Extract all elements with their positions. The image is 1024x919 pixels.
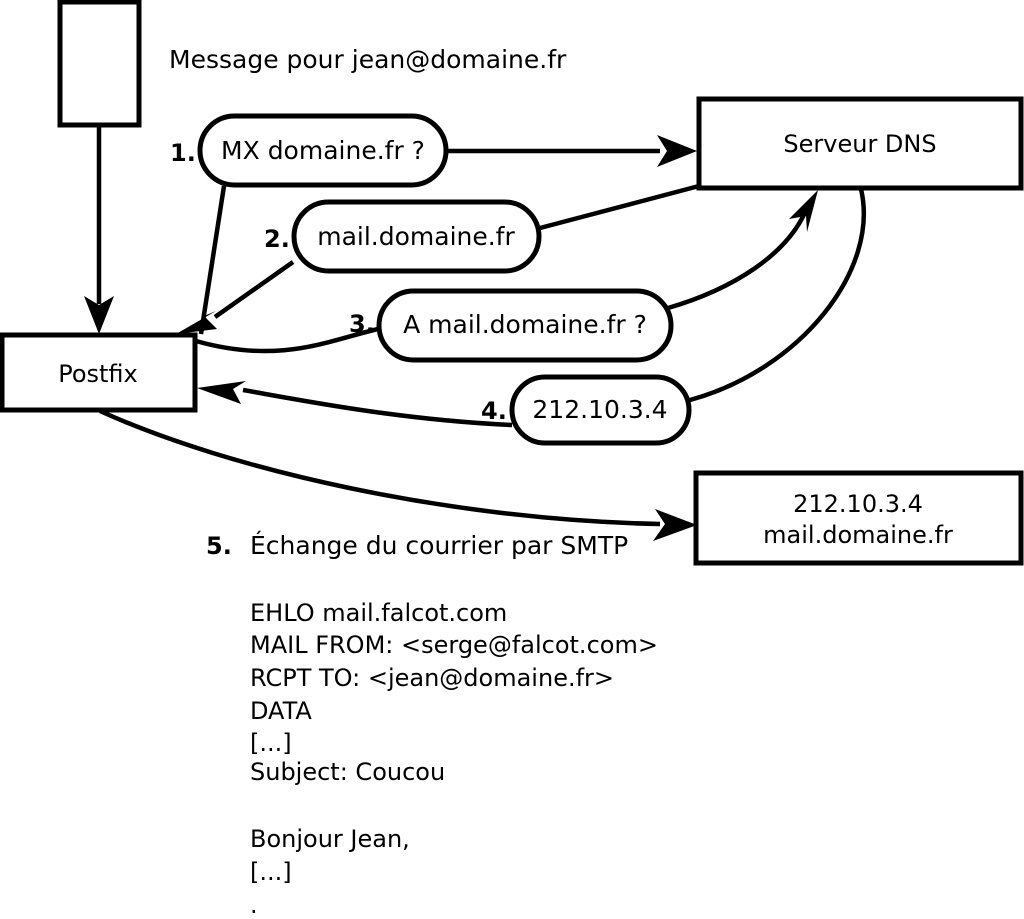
node-remote-mx-ip: 212.10.3.4 [793,490,923,518]
step-bubble-3[interactable] [376,288,674,363]
smtp-line-10: . [250,891,258,919]
step-number-4: 4. [481,397,507,425]
edge-step4-to-postfix [242,387,513,428]
step-number-5: 5. [206,532,232,560]
step-bubble-2-label: mail.domaine.fr [317,222,515,251]
node-postfix[interactable] [0,332,198,413]
arrowhead-client-to-postfix [84,296,114,334]
step-number-2: 2. [264,225,290,253]
smtp-line-2: MAIL FROM: <serge@falcot.com> [250,631,658,659]
arrowhead-postfix-to-remote-mx [653,509,697,541]
node-mail-client[interactable] [57,0,142,128]
caption-message-for: Message pour jean@domaine.fr [169,45,567,74]
smtp-line-6: Subject: Coucou [250,758,445,786]
smtp-line-9: [...] [250,858,292,886]
step-number-3: 3. [349,310,375,338]
edge-dns-to-step2 [539,183,700,231]
smtp-line-5: [...] [250,729,292,757]
step-bubble-4[interactable] [509,374,692,446]
arrowhead-step1-to-dns [657,135,697,167]
node-postfix-label: Postfix [58,360,138,388]
step-bubble-1-label: MX domaine.fr ? [221,136,425,165]
step-bubble-4-label: 212.10.3.4 [532,395,667,424]
edge-step3-to-dns [667,204,811,311]
arrowhead-step4-to-postfix [197,381,246,404]
arrowhead-step2-to-postfix [176,311,217,334]
step-bubble-3-label: A mail.domaine.fr ? [403,310,647,339]
node-dns-server-label: Serveur DNS [783,130,936,158]
smtp-line-8: Bonjour Jean, [250,825,410,853]
smtp-line-1: EHLO mail.falcot.com [250,599,507,627]
step-bubble-1[interactable] [197,113,449,188]
arrowhead-step3-to-dns [789,190,818,232]
edge-postfix-to-remote-mx [99,408,661,527]
smtp-line-3: RCPT TO: <jean@domaine.fr> [250,664,614,692]
edge-dns-to-step4 [689,188,867,403]
edge-postfix-to-step3 [195,326,379,354]
step-label-5: Échange du courrier par SMTP [250,531,628,560]
step-bubble-2[interactable] [291,199,542,274]
node-dns-server[interactable] [696,96,1024,191]
smtp-line-4: DATA [250,697,312,725]
step-number-1: 1. [170,139,196,167]
node-remote-mx[interactable] [693,470,1024,566]
edge-postfix-to-step1 [198,185,227,335]
node-remote-mx-host: mail.domaine.fr [763,521,953,549]
edge-step2-to-postfix [213,260,295,319]
